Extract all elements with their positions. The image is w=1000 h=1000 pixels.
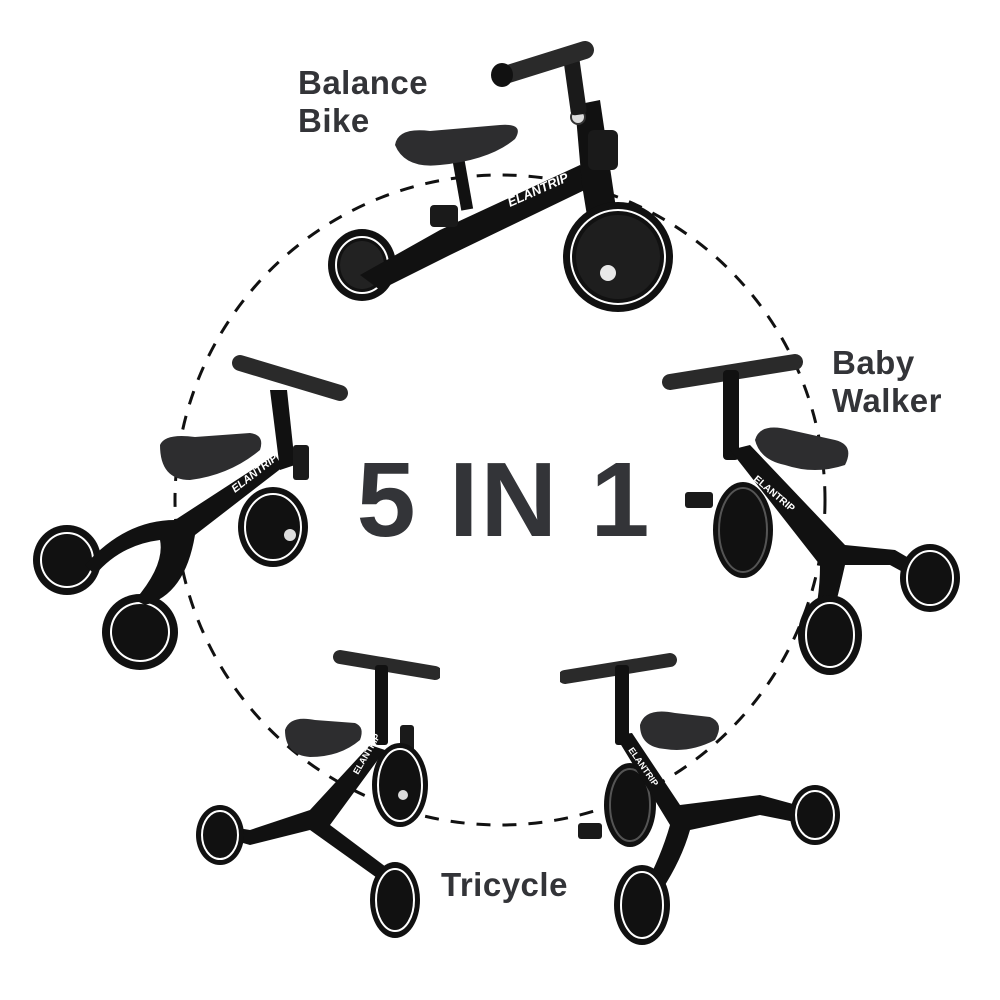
- label-balance-bike-line2: Bike: [298, 102, 370, 139]
- label-baby-walker: Baby Walker: [832, 344, 942, 420]
- label-baby-walker-line2: Walker: [832, 382, 942, 419]
- left-walker-bike-image: ELANTRIP: [33, 355, 348, 670]
- label-balance-bike-line1: Balance: [298, 64, 429, 101]
- tricycle-right-image: ELANTRIP: [560, 653, 840, 945]
- label-baby-walker-line1: Baby: [832, 344, 915, 381]
- baby-walker-image: ELANTRIP: [662, 354, 960, 675]
- headline-5-in-1: 5 IN 1: [356, 441, 652, 559]
- label-tricycle-line1: Tricycle: [441, 866, 568, 903]
- balance-bike-image: ELANTRIP: [328, 41, 673, 312]
- tricycle-left-image: ELANTRIP: [196, 650, 440, 938]
- label-balance-bike: Balance Bike: [298, 64, 428, 140]
- label-tricycle: Tricycle: [441, 866, 568, 904]
